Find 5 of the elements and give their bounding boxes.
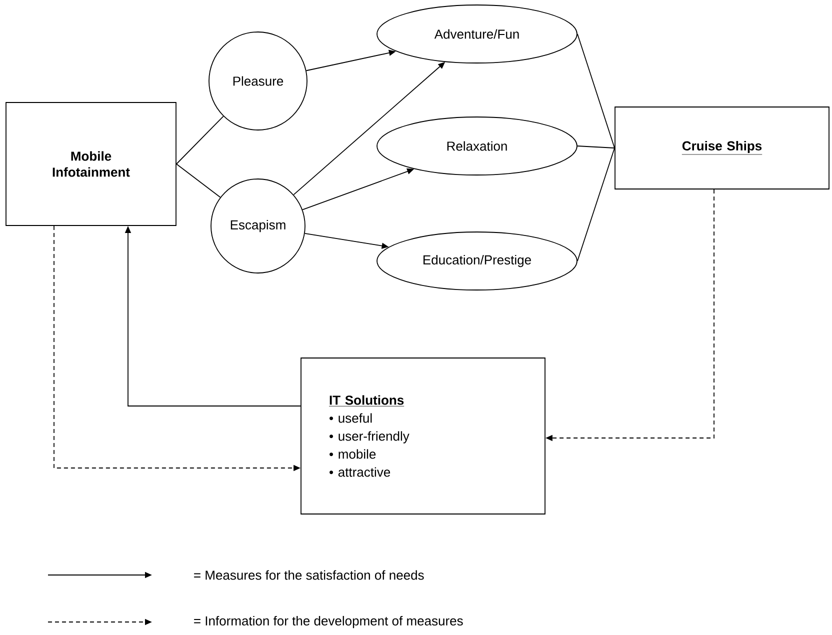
legend-text: = Measures for the satisfaction of needs	[194, 570, 424, 580]
process-box: Cruise Ships	[614, 106, 830, 190]
process-box: Mobile Infotainment	[6, 102, 176, 226]
legend-text: = Information for the development of measures	[194, 616, 463, 628]
solution-box: IT Solutions • useful • user-friendly • mobile • attractive	[300, 358, 546, 514]
